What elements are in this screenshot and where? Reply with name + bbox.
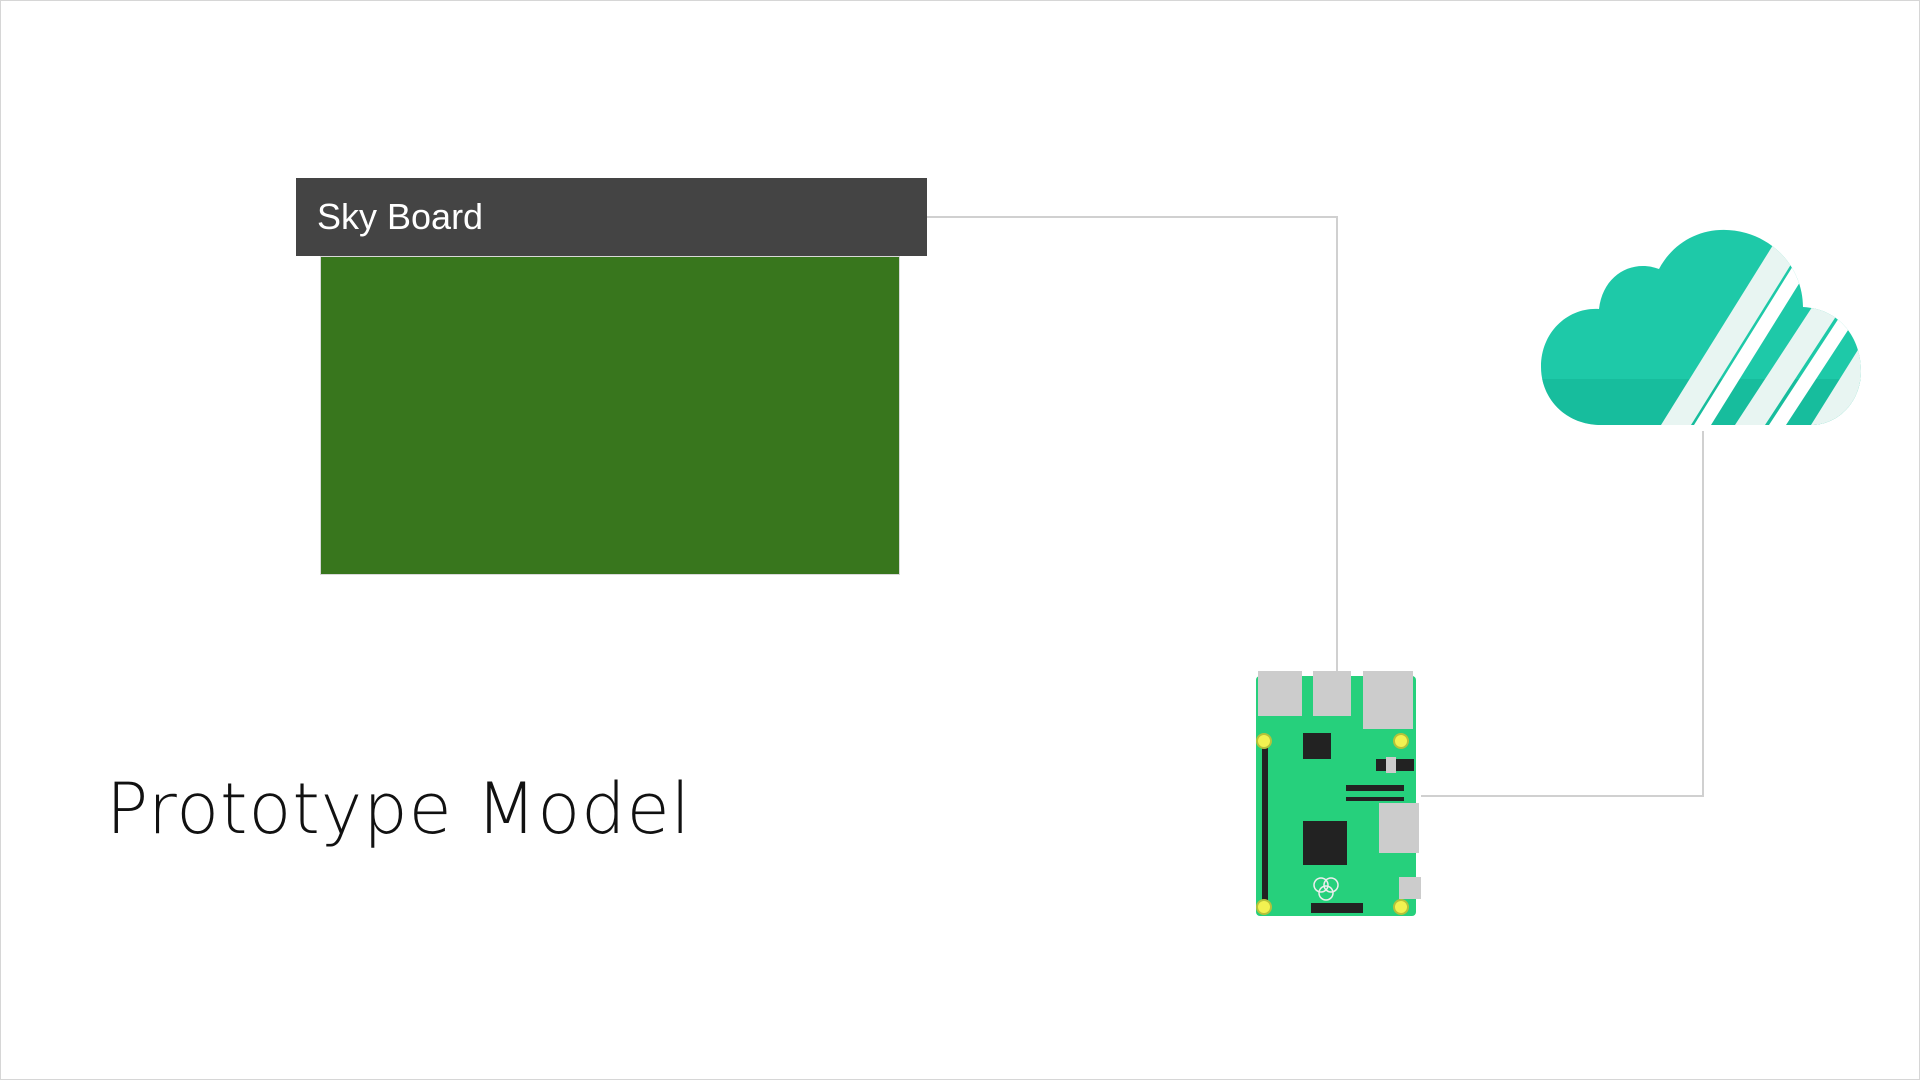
raspberry-pi-board-icon — [1256, 671, 1421, 916]
sky-board-title: Sky Board — [317, 196, 484, 237]
sky-board-header: Sky Board — [296, 178, 927, 256]
connector-pi-to-cloud — [1421, 431, 1704, 797]
sky-board-panel — [320, 256, 900, 575]
prototype-model-caption: Prototype Model — [106, 768, 692, 850]
cloud-storage-icon — [1541, 229, 1861, 425]
connector-board-to-pi — [927, 216, 1338, 671]
